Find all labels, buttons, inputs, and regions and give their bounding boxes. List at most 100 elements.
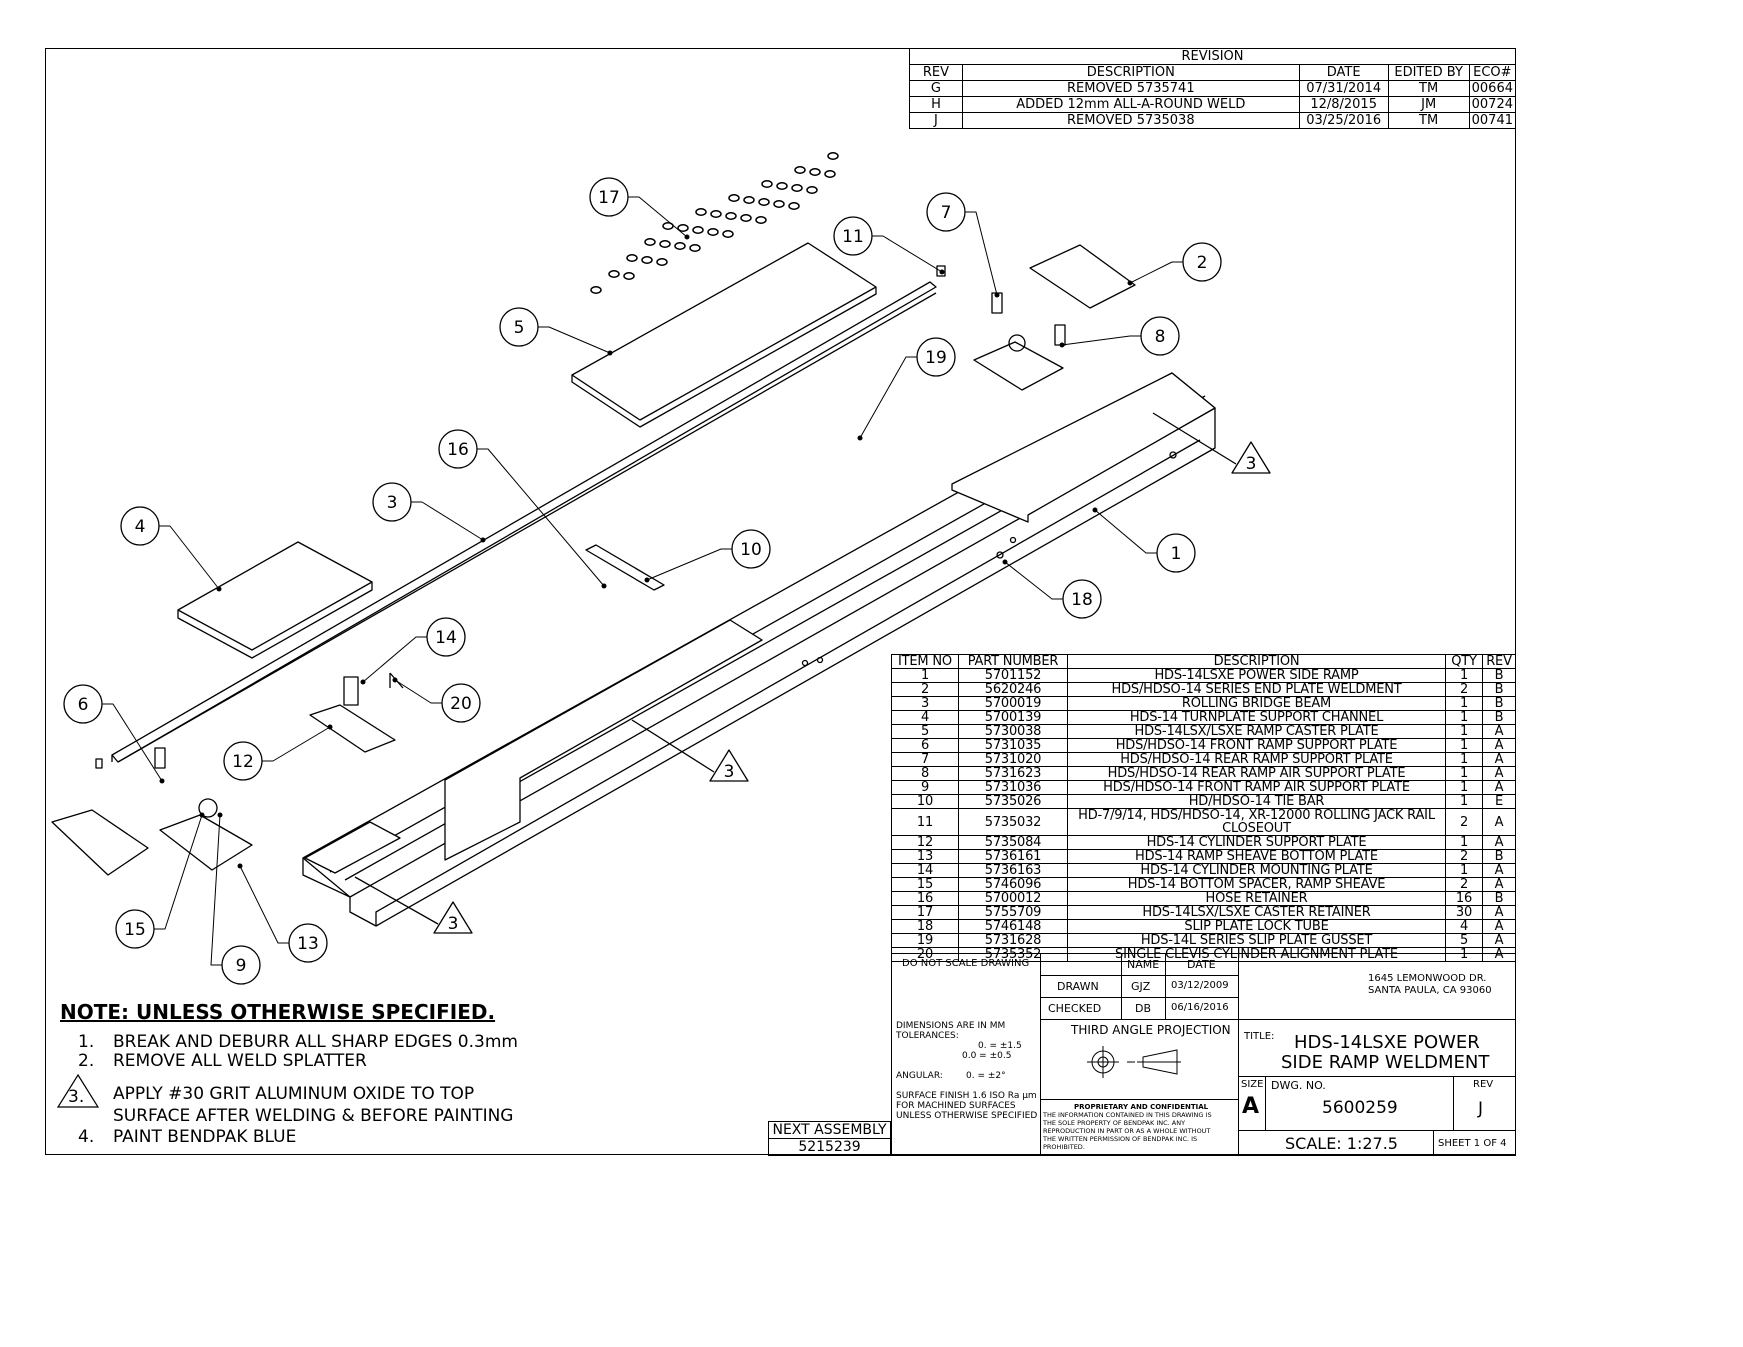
callout-balloon-16: 16 — [438, 429, 478, 469]
caster-retainer — [662, 222, 674, 230]
drawn-name: GJZ — [1131, 980, 1151, 993]
leader-line — [1004, 561, 1063, 600]
description-cell: HD/HDSO-14 TIE BAR — [1067, 794, 1446, 809]
leader-line — [411, 501, 484, 541]
part-number-cell: 5746096 — [958, 877, 1068, 892]
date-header: DATE — [1187, 958, 1216, 971]
drawing-number: 5600259 — [1322, 1098, 1398, 1118]
note-3-number: 3. — [68, 1087, 85, 1107]
rev-cell: A — [1482, 724, 1516, 739]
item-no-cell: 18 — [891, 919, 959, 934]
item-no-cell: 10 — [891, 794, 959, 809]
qty-cell: 1 — [1445, 794, 1483, 809]
balloon-circle — [115, 909, 155, 949]
leader-line — [628, 196, 688, 238]
flag-leader — [354, 876, 439, 925]
leader-line — [859, 356, 917, 439]
qty-cell: 1 — [1445, 738, 1483, 753]
part-number-cell: 5731020 — [958, 752, 1068, 767]
description-cell: HDS-14 CYLINDER SUPPORT PLATE — [1067, 835, 1446, 850]
callout-balloon-8: 8 — [1140, 316, 1180, 356]
item-no-cell: 20 — [891, 947, 959, 962]
balloon-circle — [499, 307, 539, 347]
description-cell: SLIP PLATE LOCK TUBE — [1067, 919, 1446, 934]
callout-balloon-10: 10 — [731, 529, 771, 569]
balloon-number: 12 — [232, 752, 254, 772]
callout-balloon-6: 6 — [63, 684, 103, 724]
caster-retainer — [692, 226, 704, 234]
caster-retainer — [809, 168, 821, 176]
balloon-number: 6 — [78, 695, 89, 715]
part-number-cell: 5735032 — [958, 808, 1068, 836]
part-number-cell: 5700019 — [958, 696, 1068, 711]
part-number-cell: 5731036 — [958, 780, 1068, 795]
leader-line — [1129, 261, 1183, 284]
leader-arrowhead — [1092, 507, 1098, 513]
dimensions-note: DIMENSIONS ARE IN MM — [896, 1021, 1006, 1031]
part-number-cell: 5736161 — [958, 849, 1068, 864]
balloon-number: 2 — [1197, 253, 1208, 273]
weld-flag-1: 3 — [1152, 412, 1271, 474]
cylinder-support-plate — [309, 704, 396, 753]
leader-line — [965, 211, 998, 296]
proprietary-title: PROPRIETARY AND CONFIDENTIAL — [1074, 1103, 1209, 1111]
callout-balloon-1: 1 — [1156, 533, 1196, 573]
balloon-number: 9 — [236, 956, 247, 976]
qty-cell: 1 — [1445, 766, 1483, 781]
leader-line — [239, 865, 289, 944]
balloon-number: 1 — [1171, 544, 1182, 564]
item-no-cell: 16 — [891, 891, 959, 906]
end-plate-weldment-rear — [1029, 244, 1136, 309]
description-cell: HDS-14 TURNPLATE SUPPORT CHANNEL — [1067, 710, 1446, 725]
balloon-circle — [1140, 316, 1180, 356]
item-no-cell: 17 — [891, 905, 959, 920]
qty-cell: 2 — [1445, 808, 1483, 836]
tie-bar — [585, 544, 665, 591]
caster-retainer — [689, 244, 701, 252]
qty-col-header: QTY — [1445, 654, 1483, 669]
callout-balloon-7: 7 — [926, 192, 966, 232]
caster-retainer — [659, 240, 671, 248]
note-4-text: PAINT BENDPAK BLUE — [113, 1127, 297, 1147]
rev-cell: A — [1482, 752, 1516, 767]
caster-retainer — [641, 256, 653, 264]
flag-leader — [1152, 412, 1237, 465]
flag-number: 3 — [448, 914, 459, 934]
rev-cell: A — [1482, 808, 1516, 836]
description-cell: HDS/HDSO-14 FRONT RAMP SUPPORT PLATE — [1067, 738, 1446, 753]
flag-number: 3 — [724, 762, 735, 782]
rev-cell: B — [1482, 891, 1516, 906]
callout-balloon-14: 14 — [426, 617, 466, 657]
leader-line — [538, 326, 611, 354]
revision-label: REV — [1473, 1079, 1494, 1090]
callout-balloon-19: 19 — [916, 337, 956, 377]
qty-cell: 16 — [1445, 891, 1483, 906]
leader-arrowhead — [392, 677, 398, 683]
caster-retainer-array — [590, 152, 839, 294]
part-number-cell: 5700012 — [958, 891, 1068, 906]
proprietary-line-4: THE WRITTEN PERMISSION OF BENDPAK INC. I… — [1043, 1135, 1198, 1143]
title-label: TITLE: — [1244, 1031, 1275, 1042]
scale: SCALE: 1:27.5 — [1285, 1134, 1398, 1153]
leader-arrowhead — [1002, 559, 1008, 565]
revision-header-row: REV DESCRIPTION DATE EDITED BY ECO# — [909, 64, 1517, 81]
tolerance-whole: 0. = ±1.5 — [978, 1041, 1022, 1051]
caster-retainer — [824, 170, 836, 178]
balloon-number: 7 — [941, 203, 952, 223]
balloon-circle — [223, 741, 263, 781]
rev-cell: A — [1482, 863, 1516, 878]
item-no-cell: 4 — [891, 710, 959, 725]
balloon-circle — [1182, 242, 1222, 282]
callout-balloon-15: 15 — [115, 909, 155, 949]
caster-retainer — [806, 186, 818, 194]
sheet-size: A — [1242, 1094, 1260, 1119]
